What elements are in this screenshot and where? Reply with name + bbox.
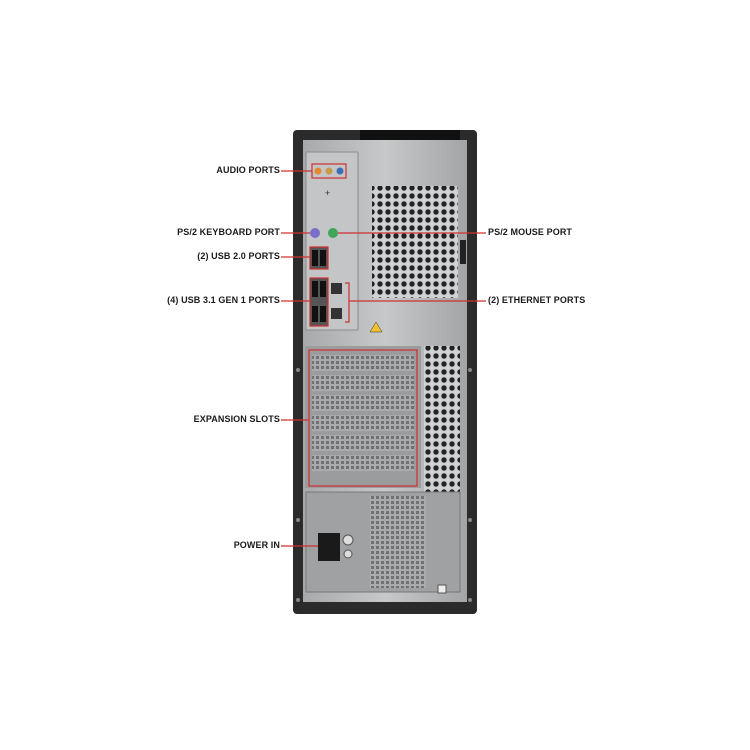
- callout-lines: [281, 170, 486, 547]
- label-usb31-ports: (4) USB 3.1 GEN 1 PORTS: [167, 295, 280, 305]
- label-expansion-slots: EXPANSION SLOTS: [193, 414, 280, 424]
- vent-column: [424, 346, 460, 496]
- ethernet-port: [331, 283, 342, 294]
- label-power-in: POWER IN: [233, 540, 280, 550]
- ps2-mouse-connector: [328, 228, 338, 238]
- label-ethernet-ports: (2) ETHERNET PORTS: [488, 295, 586, 305]
- ps2-keyboard-connector: [310, 228, 320, 238]
- ethernet-port: [331, 308, 342, 319]
- audio-jack: [314, 167, 322, 175]
- fan-grille: [372, 186, 458, 298]
- audio-jack: [325, 167, 333, 175]
- label-audio-ports: AUDIO PORTS: [216, 165, 280, 175]
- power-inlet: [318, 533, 340, 561]
- expansion-slot-covers: [312, 355, 414, 471]
- label-ps2-mouse-port: PS/2 MOUSE PORT: [488, 227, 573, 237]
- audio-jack: [336, 167, 344, 175]
- label-usb20-ports: (2) USB 2.0 PORTS: [197, 251, 280, 261]
- label-ps2-keyboard-port: PS/2 KEYBOARD PORT: [177, 227, 280, 237]
- svg-text:+: +: [325, 188, 330, 198]
